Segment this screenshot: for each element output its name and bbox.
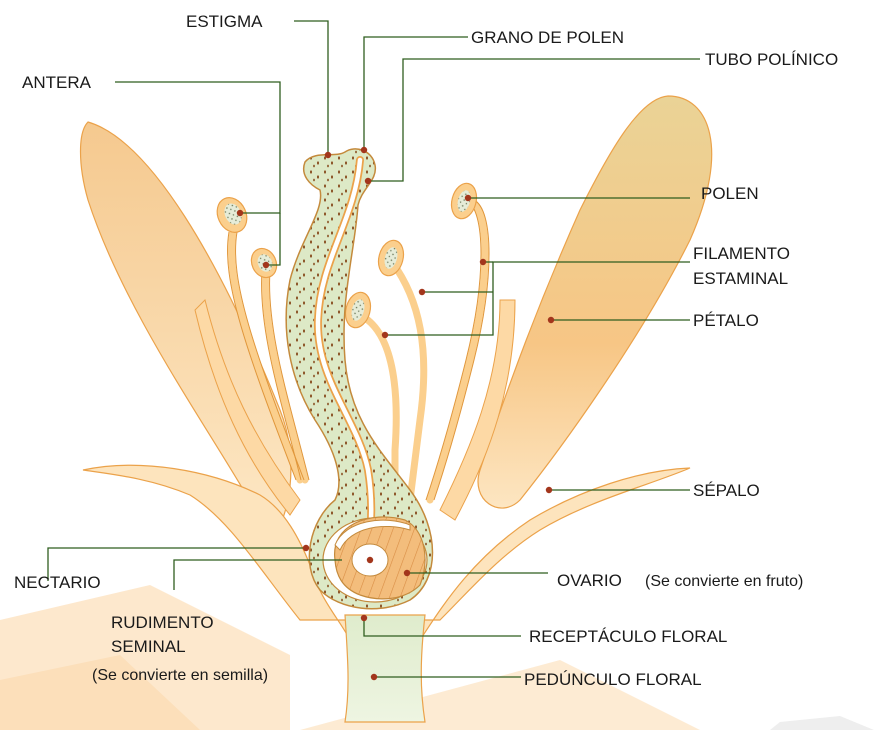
label-ovario-note: (Se convierte en fruto) <box>645 573 803 590</box>
label-filamento-line1: FILAMENTO <box>693 244 790 263</box>
label-ovario: OVARIO <box>557 571 622 590</box>
label-tubo-polinico: TUBO POLÍNICO <box>705 50 838 69</box>
peduncle <box>344 614 426 723</box>
label-rudimento-line2: SEMINAL <box>111 637 186 656</box>
label-nectario: NECTARIO <box>14 573 101 592</box>
pointer-dots <box>236 146 555 681</box>
label-polen: POLEN <box>701 184 759 203</box>
leader-lines <box>47 20 700 678</box>
inner-petal-left <box>194 299 301 516</box>
label-sepalo: SÉPALO <box>693 481 760 500</box>
anthers <box>216 182 478 329</box>
background-shapes <box>0 585 874 730</box>
pistil <box>285 148 434 610</box>
labels: ESTIGMA GRANO DE POLEN TUBO POLÍNICO ANT… <box>14 12 838 689</box>
label-pedunculo: PEDÚNCULO FLORAL <box>524 670 702 689</box>
label-rudimento-note: (Se convierte en semilla) <box>92 667 268 684</box>
label-rudimento-line1: RUDIMENTO <box>111 613 214 632</box>
label-estigma: ESTIGMA <box>186 12 263 31</box>
label-antera: ANTERA <box>22 73 92 92</box>
label-petalo: PÉTALO <box>693 311 759 330</box>
label-filamento-line2: ESTAMINAL <box>693 269 788 288</box>
receptacle-body <box>82 464 691 721</box>
petal-right <box>477 95 713 509</box>
ovule <box>322 516 428 603</box>
label-receptaculo: RECEPTÁCULO FLORAL <box>529 627 727 646</box>
inner-petal-right <box>439 299 516 521</box>
label-grano-de-polen: GRANO DE POLEN <box>471 28 624 47</box>
